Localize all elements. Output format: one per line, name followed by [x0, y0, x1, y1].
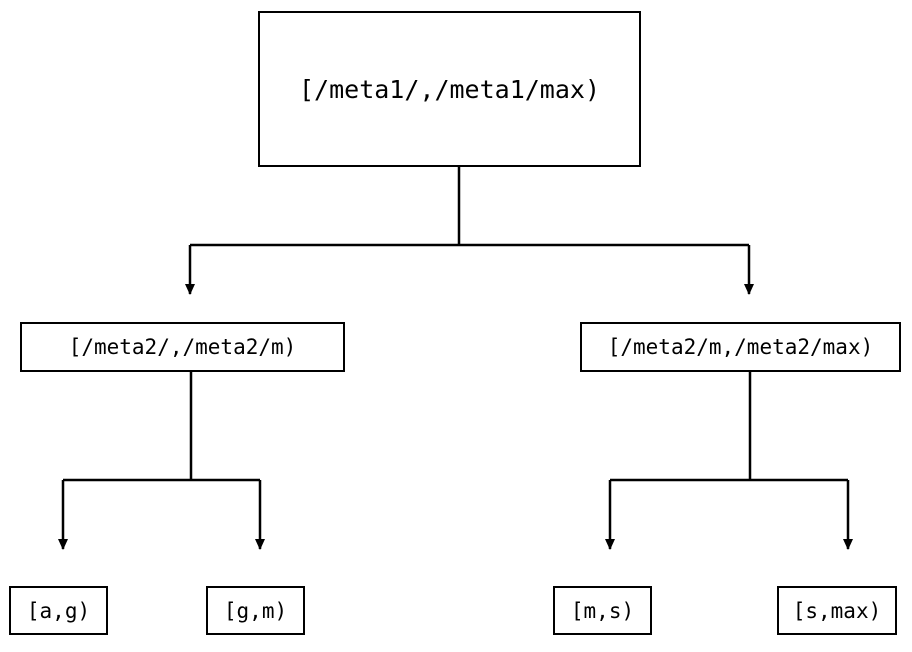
tree-node-leaf-ag-label: [a,g) [26, 598, 91, 623]
tree-node-mid-left-label: [/meta2/,/meta2/m) [68, 335, 297, 359]
tree-node-leaf-ag[interactable]: [a,g) [9, 586, 108, 635]
tree-node-root-label: [/meta1/,/meta1/max) [298, 74, 601, 104]
edge-midright-to-leaves [605, 372, 853, 550]
tree-node-leaf-ms-label: [m,s) [570, 598, 635, 623]
tree-node-mid-right[interactable]: [/meta2/m,/meta2/max) [580, 322, 901, 372]
tree-node-leaf-gm-label: [g,m) [223, 598, 288, 623]
tree-node-leaf-ms[interactable]: [m,s) [553, 586, 652, 635]
tree-node-leaf-smax-label: [s,max) [792, 598, 882, 623]
tree-node-mid-left[interactable]: [/meta2/,/meta2/m) [20, 322, 345, 372]
edge-midleft-to-leaves [58, 372, 265, 550]
tree-node-leaf-gm[interactable]: [g,m) [206, 586, 305, 635]
edge-root-to-mid [185, 167, 754, 295]
tree-node-mid-right-label: [/meta2/m,/meta2/max) [607, 335, 874, 359]
tree-node-leaf-smax[interactable]: [s,max) [777, 586, 897, 635]
tree-node-root[interactable]: [/meta1/,/meta1/max) [258, 11, 641, 167]
